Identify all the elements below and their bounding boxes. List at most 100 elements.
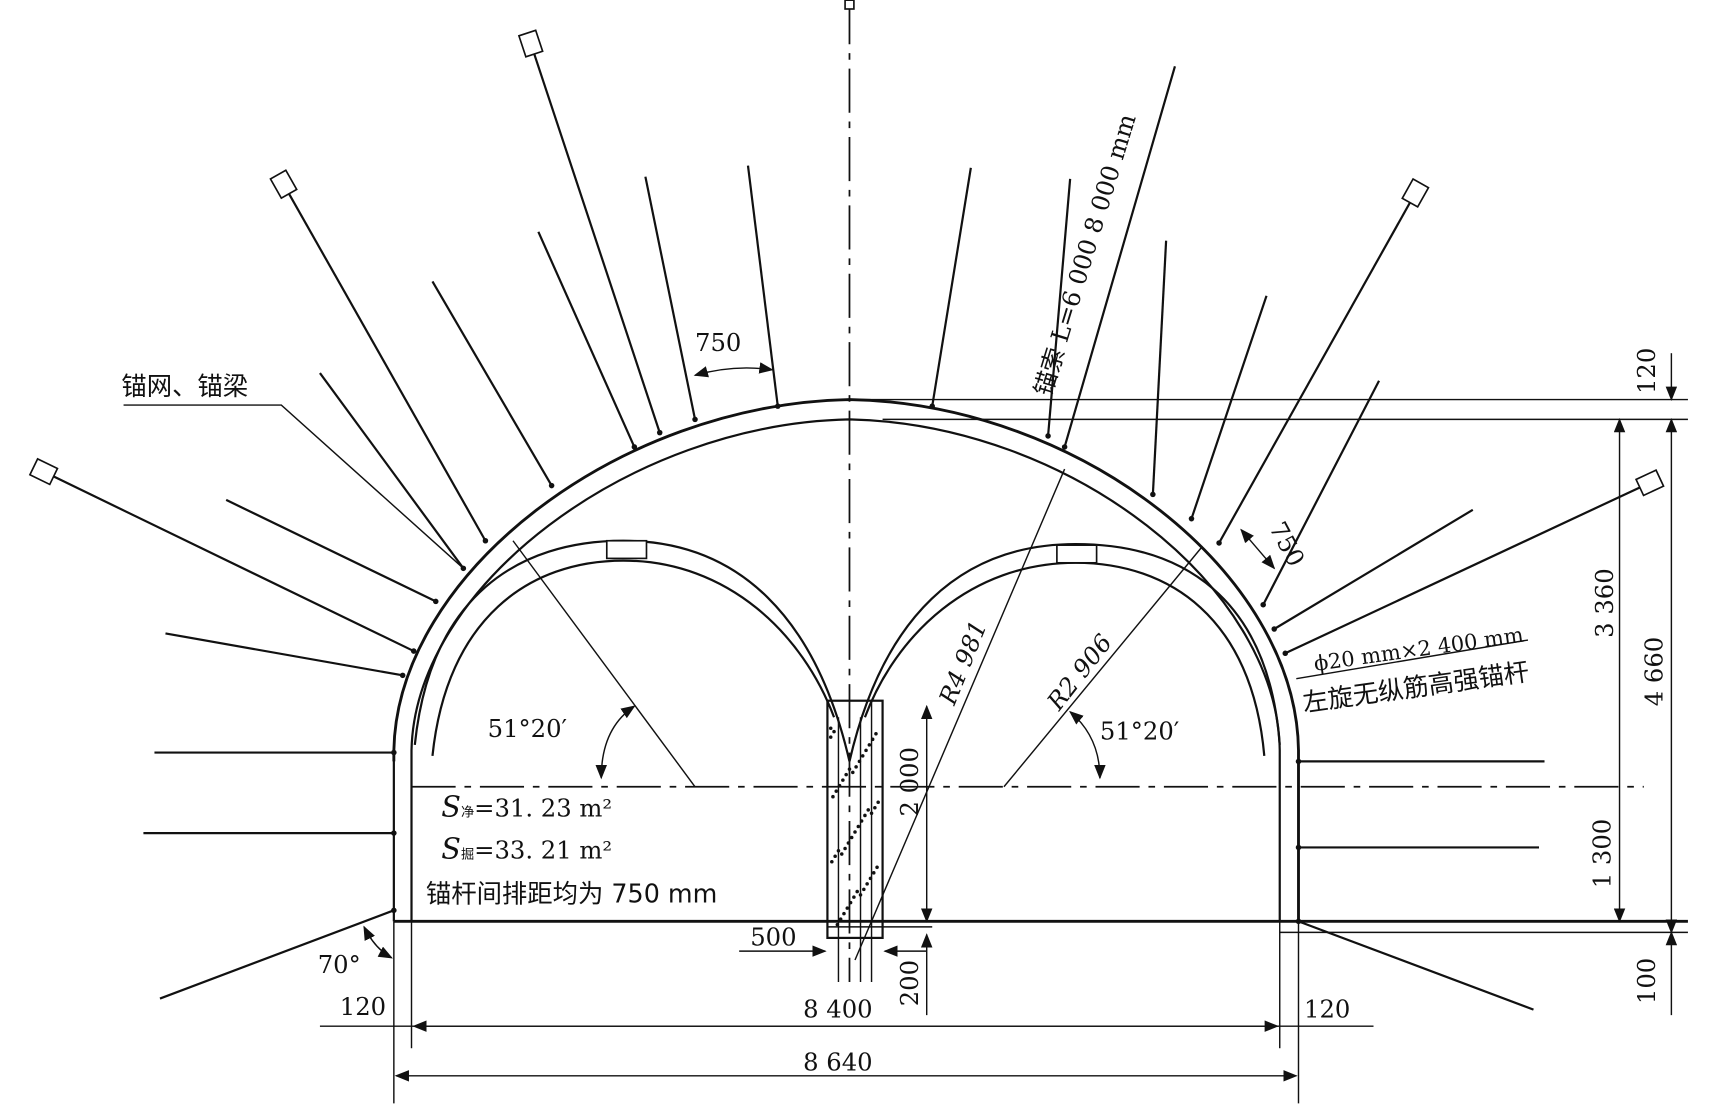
bolt-head xyxy=(391,907,397,914)
anchor-bolt xyxy=(1063,66,1176,448)
bolt-head xyxy=(1295,758,1302,765)
anchor-bolt xyxy=(225,498,437,603)
bolt-head xyxy=(482,537,489,544)
angle-left: 51°20′ xyxy=(488,714,567,743)
cable-anchor-plate xyxy=(269,169,298,200)
dim-right-100: 100 xyxy=(1632,958,1661,1004)
bolt-head xyxy=(1260,601,1266,608)
concrete-dot xyxy=(858,893,863,897)
concrete-dot xyxy=(851,770,855,775)
dim-bottom-left-120: 120 xyxy=(340,992,386,1021)
concrete-dot xyxy=(848,900,853,905)
dim-right-120: 120 xyxy=(1632,348,1661,394)
bolt-head xyxy=(692,416,698,423)
concrete-dot xyxy=(844,772,848,777)
concrete-dot xyxy=(838,917,843,921)
net-area-label: S净=31. 23 m² xyxy=(441,790,612,824)
dim-right-3360: 3 360 xyxy=(1590,568,1619,637)
dig-area-label: S掘=33. 21 m² xyxy=(441,831,612,865)
radius-line-left xyxy=(512,540,696,788)
concrete-dot xyxy=(841,778,845,782)
temporary-arches xyxy=(413,539,1281,762)
concrete-dot xyxy=(843,846,847,851)
concrete-dot xyxy=(847,767,852,771)
concrete-dot xyxy=(867,743,872,747)
bolt-head xyxy=(410,648,417,654)
anchor-bolt xyxy=(319,372,465,569)
dim-pillar-500: 500 xyxy=(750,923,796,952)
bolt-head xyxy=(1216,540,1222,546)
cable-anchor-plate xyxy=(1634,469,1665,497)
cable-anchor-plate xyxy=(517,29,544,58)
anchor-bolt xyxy=(1151,240,1168,495)
concrete-dot xyxy=(870,737,875,742)
anchor-bolt xyxy=(1262,380,1381,606)
bolt-head xyxy=(1061,444,1068,450)
concrete-dot xyxy=(868,876,873,881)
concrete-dot xyxy=(857,759,862,764)
bolt-label-leader xyxy=(1296,639,1529,680)
concrete-dot xyxy=(853,830,857,834)
center-pillar xyxy=(826,699,933,983)
radius-small-label: R2 906 xyxy=(1040,628,1117,716)
dim-width-inner: 8 400 xyxy=(803,994,872,1023)
anchor-bolt xyxy=(1273,508,1474,630)
concrete-dot xyxy=(835,922,840,927)
anchor-cable xyxy=(1284,484,1645,655)
dim-width-outer: 8 640 xyxy=(803,1047,872,1076)
anchor-bolt xyxy=(537,231,636,448)
anchor-cable xyxy=(531,49,661,433)
concrete-dot xyxy=(864,748,868,753)
concrete-dot xyxy=(842,911,846,916)
bolt-head xyxy=(1188,515,1195,522)
concrete-dot xyxy=(866,808,871,812)
anchor-bolt xyxy=(746,165,779,407)
dim-spacing-top: 750 xyxy=(695,328,741,357)
cable-anchor-plate xyxy=(1401,177,1430,209)
dim-pillar-2000: 2 000 xyxy=(895,747,924,816)
bolt-head xyxy=(399,672,406,679)
concrete-dot xyxy=(869,811,874,816)
radius-line-large xyxy=(854,468,1066,961)
dim-pillar-200: 200 xyxy=(895,960,924,1006)
concrete-dot xyxy=(876,800,880,804)
cable-spec-label: 锚索 L=6 000 8 000 mm xyxy=(1028,110,1141,399)
concrete-dot xyxy=(856,824,861,829)
right-dimensions xyxy=(849,353,1688,1016)
concrete-dot xyxy=(854,765,858,769)
bolt-head xyxy=(1295,844,1302,851)
bolt-head xyxy=(391,749,397,756)
bolt-head xyxy=(656,429,663,436)
anchor-bolt xyxy=(1298,920,1534,1011)
mesh-leader xyxy=(123,404,464,569)
spacing-note: 锚杆间排距均为 750 mm xyxy=(426,879,717,909)
anchor-bolts xyxy=(28,29,1665,1011)
cable-anchor-plate xyxy=(28,457,59,486)
concrete-dot xyxy=(863,813,867,818)
anchor-bolt xyxy=(165,632,403,677)
anchor-cable xyxy=(49,473,415,653)
bottom-dimensions xyxy=(319,362,1374,1104)
bolt-head xyxy=(433,598,439,605)
radius-large-label: R4 981 xyxy=(933,616,993,709)
concrete-dot xyxy=(859,819,864,823)
center-cable-anchor xyxy=(844,0,855,10)
bolt-head xyxy=(775,403,781,409)
concrete-dot xyxy=(831,794,835,799)
concrete-dot xyxy=(837,783,842,788)
concrete-dot xyxy=(845,906,850,910)
concrete-dot xyxy=(865,882,869,886)
bolt-head xyxy=(1282,650,1289,657)
concrete-dot xyxy=(828,735,833,739)
concrete-dot xyxy=(846,841,851,845)
bolt-head xyxy=(391,830,397,836)
anchor-cable xyxy=(1218,198,1414,544)
anchor-cable xyxy=(285,189,487,542)
concrete-dot xyxy=(833,854,837,859)
bolt-head xyxy=(1271,626,1277,632)
concrete-dot xyxy=(852,895,856,899)
radius-line-small xyxy=(1003,545,1204,788)
concrete-dot xyxy=(832,729,836,734)
concrete-dot xyxy=(873,805,877,810)
